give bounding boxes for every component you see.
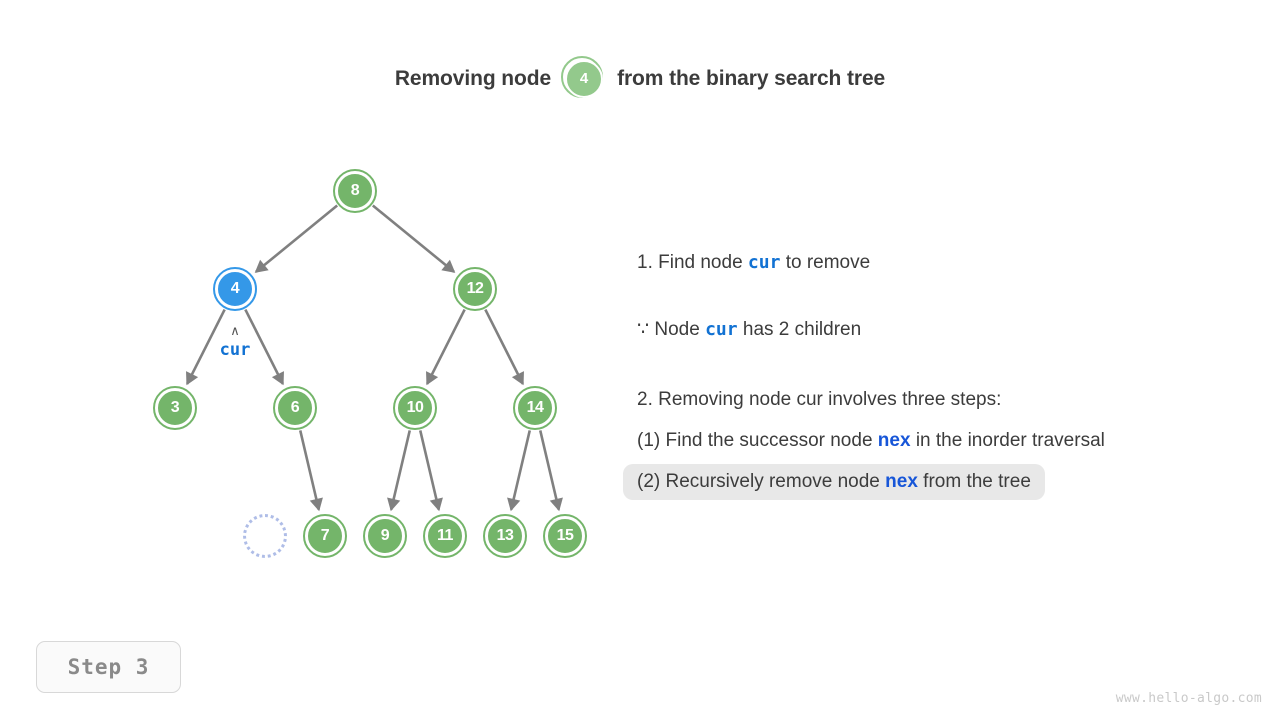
node-value: 6	[276, 389, 314, 427]
tree-edges	[185, 204, 563, 512]
title-node-badge: 4	[561, 56, 607, 102]
tree-node-3: 3	[153, 386, 197, 430]
tree-node-12: 12	[453, 267, 497, 311]
node-ring	[453, 267, 497, 311]
pointer-caret-icon: ∧	[230, 324, 240, 339]
line4-pre: (1) Find the successor node	[637, 430, 878, 451]
node-value: 10	[396, 389, 434, 427]
line1-pre: 1. Find node	[637, 252, 748, 273]
tree-edge	[387, 430, 412, 512]
tree-edge	[298, 430, 323, 512]
step-badge: Step 3	[36, 641, 181, 693]
node-value: 12	[456, 270, 494, 308]
node-ring	[273, 386, 317, 430]
node-value: 3	[156, 389, 194, 427]
line1-post: to remove	[780, 252, 871, 273]
line5-pre: (2) Recursively remove node	[637, 471, 886, 492]
node-ring	[153, 386, 197, 430]
pointer-label-cur: cur	[219, 340, 251, 360]
tree-edge	[371, 204, 456, 273]
node-ring	[543, 514, 587, 558]
line2-keyword-cur: cur	[705, 319, 738, 340]
node-value: 4	[216, 270, 254, 308]
node-ring	[363, 514, 407, 558]
tree-edge	[425, 308, 466, 386]
explanation-line-2: ∵ Node cur has 2 children	[623, 312, 1257, 348]
node-value: 14	[516, 389, 554, 427]
node-value: 7	[306, 517, 344, 555]
node-ring	[513, 386, 557, 430]
explanation-line-3: 2. Removing node cur involves three step…	[637, 389, 1002, 410]
node-ring	[213, 267, 257, 311]
node-value: 11	[426, 517, 464, 555]
node-ring	[333, 169, 377, 213]
explanation-line-1: 1. Find node cur to remove	[623, 245, 1257, 281]
line5-keyword-nex: nex	[885, 471, 918, 492]
line2-pre: ∵ Node	[637, 319, 706, 340]
empty-node-slot	[243, 514, 287, 558]
node-ring	[303, 514, 347, 558]
node-ring	[483, 514, 527, 558]
line4-keyword-nex: nex	[877, 430, 911, 451]
title-badge-value: 4	[565, 60, 604, 98]
tree-edge	[484, 308, 525, 386]
line4-post: in the inorder traversal	[910, 430, 1105, 451]
line2-post: has 2 children	[737, 319, 862, 340]
tree-node-10: 10	[393, 386, 437, 430]
tree-edge	[507, 430, 532, 512]
tree-node-9: 9	[363, 514, 407, 558]
tree-edge	[185, 308, 226, 386]
explanation-line-4: (1) Find the successor node nex in the i…	[623, 423, 1257, 459]
title-suffix: from the binary search tree	[617, 67, 886, 90]
node-ring	[423, 514, 467, 558]
tree-edge	[244, 308, 285, 386]
node-value: 8	[336, 172, 374, 210]
tree-edge	[254, 204, 339, 273]
title-prefix: Removing node	[394, 67, 552, 90]
tree-node-13: 13	[483, 514, 527, 558]
line1-keyword-cur: cur	[747, 252, 781, 273]
tree-edge	[418, 430, 443, 512]
watermark: www.hello-algo.com	[1115, 691, 1262, 706]
explanation-panel: 1. Find node cur to remove ∵ Node cur ha…	[623, 245, 1257, 500]
explanation-line-5-highlighted: (2) Recursively remove node nex from the…	[623, 464, 1045, 500]
tree-node-15: 15	[543, 514, 587, 558]
node-ring	[393, 386, 437, 430]
tree-edge	[538, 430, 563, 512]
tree-node-4: 4	[213, 267, 257, 311]
tree-node-7: 7	[303, 514, 347, 558]
node-value: 15	[546, 517, 584, 555]
tree-node-6: 6	[273, 386, 317, 430]
tree-node-14: 14	[513, 386, 557, 430]
line5-post: from the tree	[917, 471, 1031, 492]
page-title: Removing node 4 from the binary search tre…	[0, 56, 1280, 102]
node-value: 13	[486, 517, 524, 555]
tree-node-11: 11	[423, 514, 467, 558]
tree-node-8: 8	[333, 169, 377, 213]
node-value: 9	[366, 517, 404, 555]
